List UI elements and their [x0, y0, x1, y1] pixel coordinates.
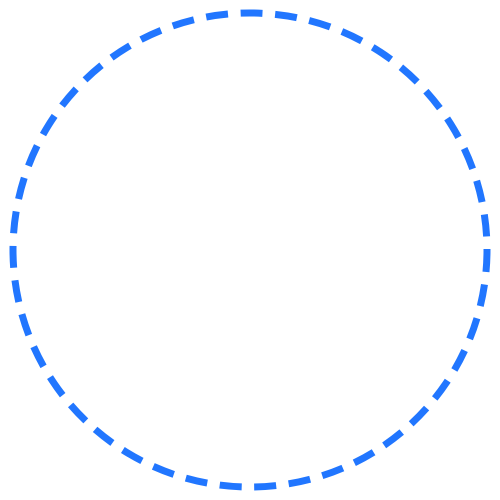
- dashed-circle: [9, 9, 491, 491]
